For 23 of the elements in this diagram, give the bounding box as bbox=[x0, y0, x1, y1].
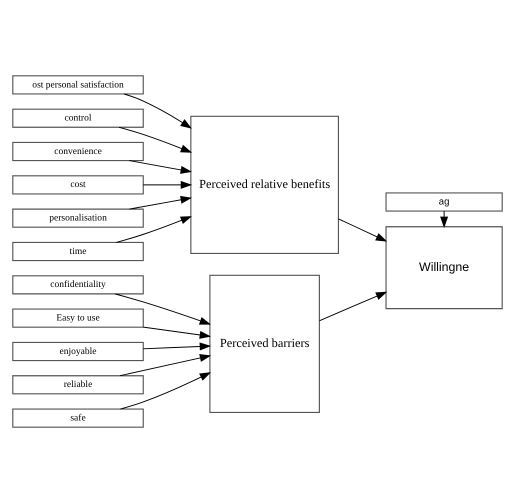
node-box: reliable bbox=[12, 375, 144, 394]
node-box: personalisation bbox=[12, 208, 144, 228]
arrow bbox=[142, 180, 192, 189]
node-box: ost personal satisfaction bbox=[12, 75, 144, 94]
arrow bbox=[318, 292, 387, 322]
node-box: confidentiality bbox=[12, 275, 144, 294]
node-box: Easy to use bbox=[12, 308, 144, 328]
arrow bbox=[128, 196, 192, 210]
node-box: Willingne bbox=[384, 226, 502, 310]
node-box: cost bbox=[12, 175, 144, 194]
arrow bbox=[142, 326, 211, 339]
node-box: Perceived relative benefits bbox=[190, 116, 338, 254]
node-box: safe bbox=[12, 408, 144, 428]
arrow bbox=[142, 342, 211, 350]
node-box: convenience bbox=[12, 142, 144, 162]
arrow bbox=[338, 218, 387, 242]
arrow bbox=[128, 160, 192, 174]
node-box: ag bbox=[384, 192, 502, 212]
node-box: Perceived barriers bbox=[208, 274, 320, 413]
node-box: enjoyable bbox=[12, 342, 144, 362]
arrow bbox=[440, 210, 448, 228]
node-box: time bbox=[12, 242, 144, 262]
node-box: control bbox=[12, 108, 144, 128]
